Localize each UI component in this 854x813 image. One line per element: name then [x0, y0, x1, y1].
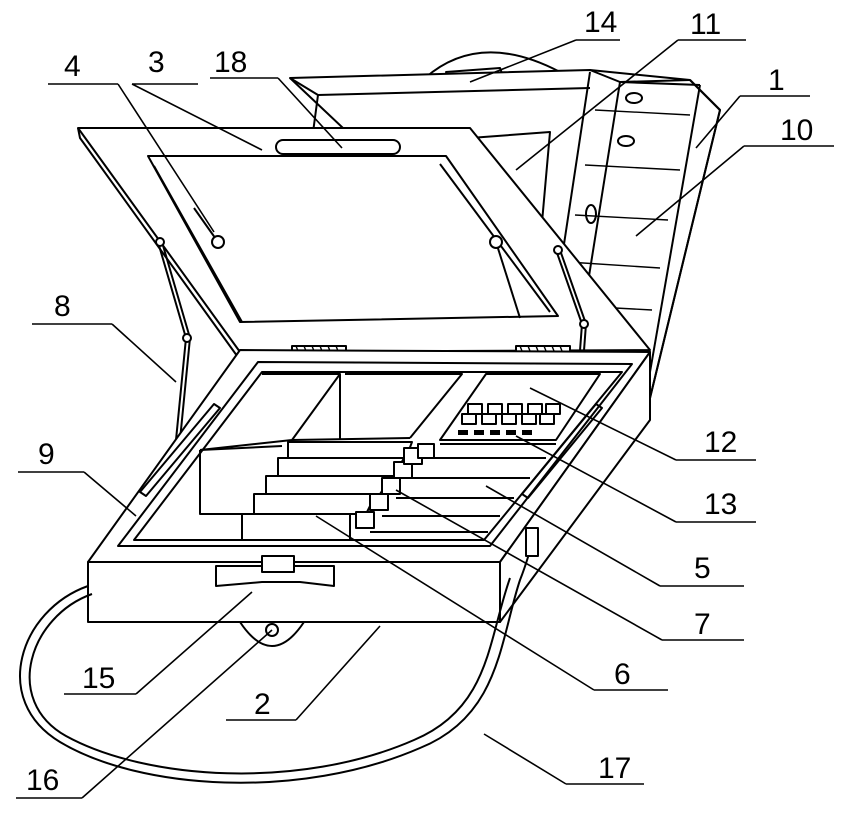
label-6: 6: [614, 658, 631, 691]
lid-handle: [276, 140, 400, 154]
label-17: 17: [598, 752, 631, 785]
block: [370, 494, 388, 510]
block: [418, 444, 434, 458]
label-16: 16: [26, 764, 59, 797]
label-10: 10: [780, 114, 813, 147]
label-4: 4: [64, 50, 81, 83]
bottom-wheel: [240, 622, 304, 646]
label-12: 12: [704, 426, 737, 459]
label-1: 1: [768, 64, 785, 97]
label-9: 9: [38, 438, 55, 471]
label-8: 8: [54, 290, 71, 323]
block: [356, 512, 374, 528]
label-2: 2: [254, 688, 271, 721]
label-3: 3: [148, 46, 165, 79]
label-5: 5: [694, 552, 711, 585]
label-14: 14: [584, 6, 617, 39]
label-7: 7: [694, 608, 711, 641]
plug: [526, 528, 538, 556]
label-15: 15: [82, 662, 115, 695]
label-13: 13: [704, 488, 737, 521]
label-11: 11: [690, 8, 721, 41]
label-18: 18: [214, 46, 247, 79]
